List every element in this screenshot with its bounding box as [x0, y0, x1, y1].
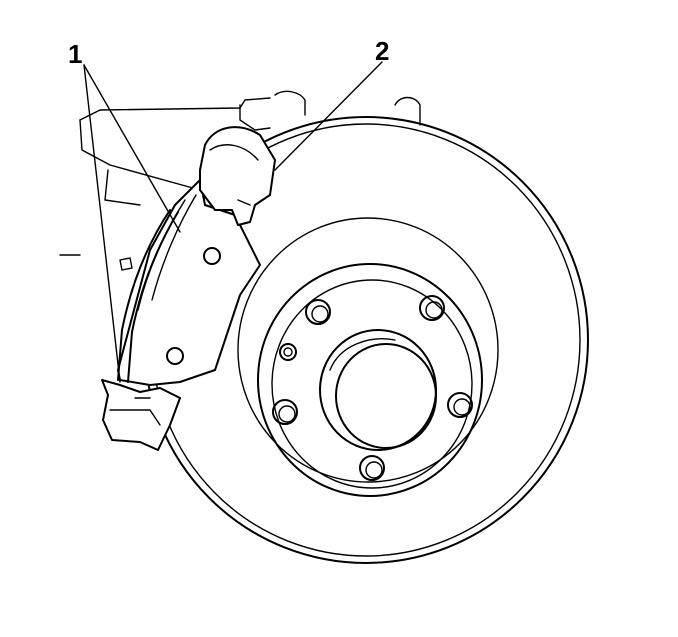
hub-bore [319, 329, 437, 451]
brake-pads [117, 194, 197, 383]
lower-pad-clip [101, 379, 181, 451]
leader-lines [83, 61, 383, 383]
leader-2 [274, 61, 383, 171]
leader-1a [83, 64, 181, 233]
leader-1b [83, 64, 121, 383]
wheel-bolt-holes [272, 295, 473, 481]
callout-2: 2 [375, 36, 389, 66]
brake-disc [143, 116, 589, 564]
suspension-background [59, 90, 421, 271]
upper-pad-clip [199, 126, 276, 226]
callout-1: 1 [68, 39, 82, 69]
